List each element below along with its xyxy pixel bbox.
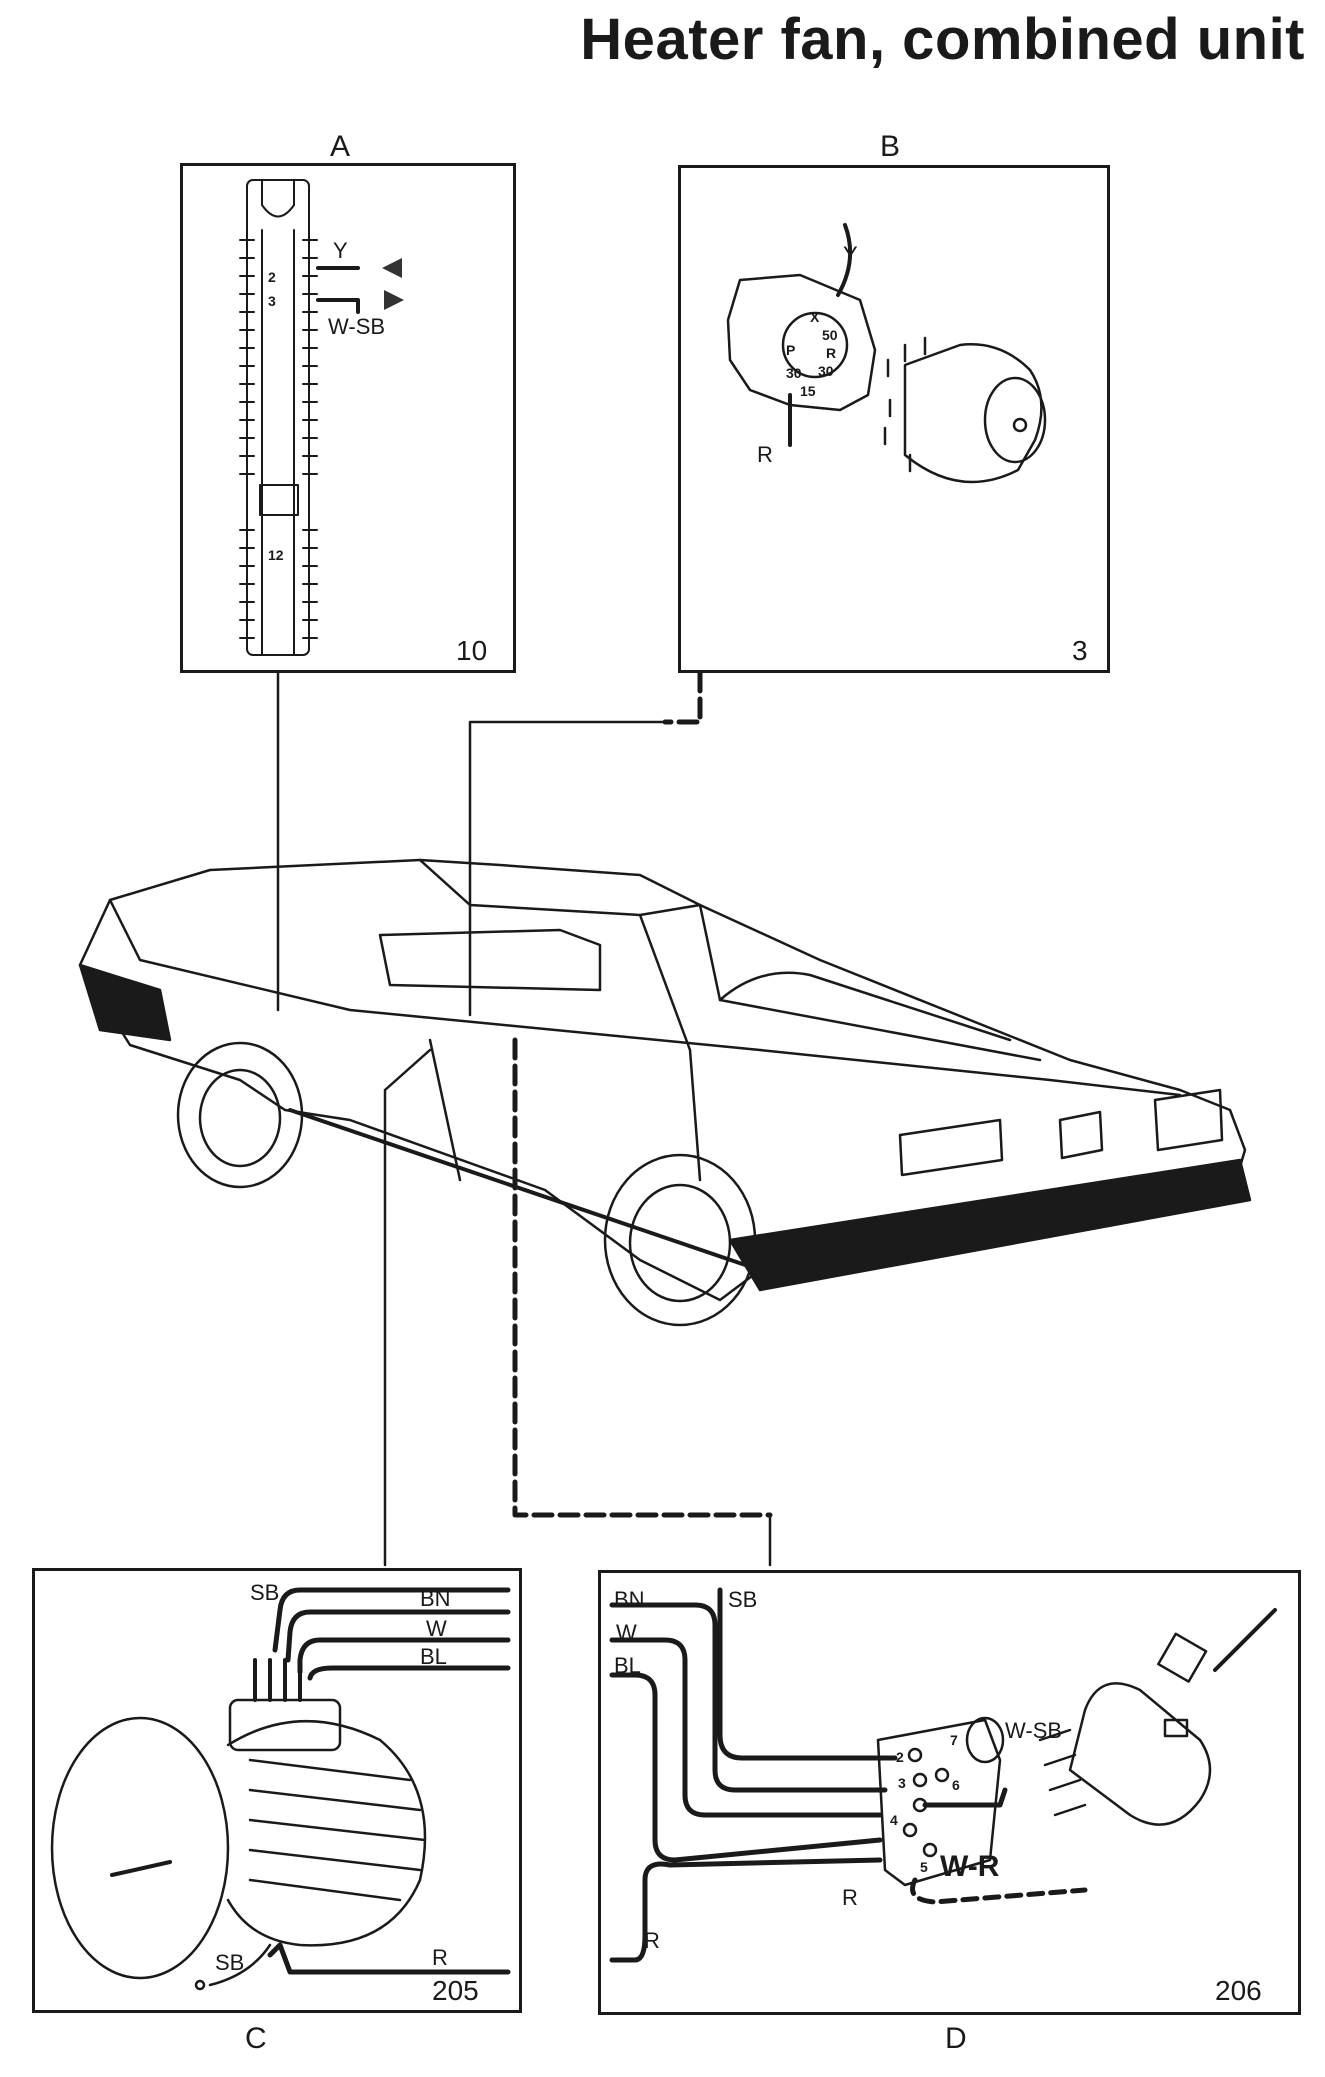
terminal-rows bbox=[239, 239, 318, 639]
fan-wires-c bbox=[267, 1587, 511, 1975]
panel-d-pin-3: 3 bbox=[898, 1775, 906, 1791]
terminal-15: 15 bbox=[800, 383, 816, 399]
terminal-strip bbox=[239, 179, 318, 656]
panel-d-wire-w-r: W-R bbox=[940, 1850, 1000, 1883]
arrow-left-icon bbox=[382, 258, 402, 278]
panel-d-pin-5: 5 bbox=[920, 1859, 928, 1875]
page-title: Heater fan, combined unit bbox=[580, 7, 1305, 72]
car-illustration bbox=[78, 858, 1252, 1327]
panel-b bbox=[678, 165, 1110, 673]
panel-a-wire-y: Y bbox=[333, 238, 348, 263]
panel-d-wire-sb: SB bbox=[728, 1587, 757, 1612]
panel-d-wire-r-bottom: R bbox=[644, 1928, 660, 1953]
panel-d-wire-w: W bbox=[616, 1620, 637, 1645]
fan-wires-d bbox=[609, 1587, 1008, 1963]
panel-d-wire-w-sb: W-SB bbox=[1005, 1718, 1062, 1743]
panel-c-wire-w: W bbox=[426, 1616, 447, 1641]
terminal-x: X bbox=[810, 309, 820, 325]
panel-d-wire-bn: BN bbox=[614, 1587, 645, 1612]
terminal-p: P bbox=[786, 342, 795, 358]
panel-d-wire-r-middle: R bbox=[842, 1885, 858, 1910]
panel-d-pin-7: 7 bbox=[950, 1732, 958, 1748]
panel-a-letter: A bbox=[330, 130, 351, 163]
panel-c-wire-r: R bbox=[432, 1945, 448, 1970]
panel-c-wire-sb-bottom: SB bbox=[215, 1950, 244, 1975]
panel-a-pin-3: 3 bbox=[268, 293, 276, 309]
panel-b-letter: B bbox=[880, 130, 901, 163]
panel-a-number: 10 bbox=[456, 635, 488, 666]
panel-c-number: 205 bbox=[432, 1975, 479, 2006]
panel-b-number: 3 bbox=[1072, 635, 1088, 666]
panel-c-wire-sb-top: SB bbox=[250, 1580, 279, 1605]
panel-d-wire-bl: BL bbox=[614, 1653, 641, 1678]
terminal-50: 50 bbox=[822, 327, 838, 343]
panel-d-pin-4: 4 bbox=[890, 1812, 898, 1828]
panel-a-pin-12: 12 bbox=[268, 547, 284, 563]
panel-a bbox=[180, 163, 516, 673]
fan-motor bbox=[50, 1658, 427, 1991]
fan-switch-connector bbox=[876, 1716, 1005, 1887]
panel-a-pin-2: 2 bbox=[268, 269, 276, 285]
fan-switch-knob bbox=[1038, 1608, 1277, 1826]
panel-a-wire-w-sb: W-SB bbox=[328, 314, 385, 339]
leader-lines bbox=[276, 670, 773, 1567]
ignition-switch bbox=[726, 223, 877, 447]
arrow-right-icon bbox=[384, 290, 404, 310]
panel-c-wire-bl: BL bbox=[420, 1644, 447, 1669]
terminal-30-left: 30 bbox=[786, 365, 802, 381]
w-r-dashed-wire bbox=[910, 1877, 1088, 1905]
panel-c-letter: C bbox=[245, 2022, 267, 2055]
panel-b-wire-y: Y bbox=[843, 242, 858, 267]
panel-d-pin-6: 6 bbox=[952, 1777, 960, 1793]
panel-d-letter: D bbox=[945, 2022, 967, 2055]
panel-d-pin-2: 2 bbox=[896, 1749, 904, 1765]
panel-b-wire-r: R bbox=[757, 442, 773, 467]
terminal-r: R bbox=[826, 345, 836, 361]
panel-d-number: 206 bbox=[1215, 1975, 1262, 2006]
panel-a-wires bbox=[316, 266, 360, 314]
terminal-30-right: 30 bbox=[818, 363, 834, 379]
panel-c-wire-bn: BN bbox=[420, 1586, 451, 1611]
ignition-lock-cylinder bbox=[883, 336, 1047, 484]
